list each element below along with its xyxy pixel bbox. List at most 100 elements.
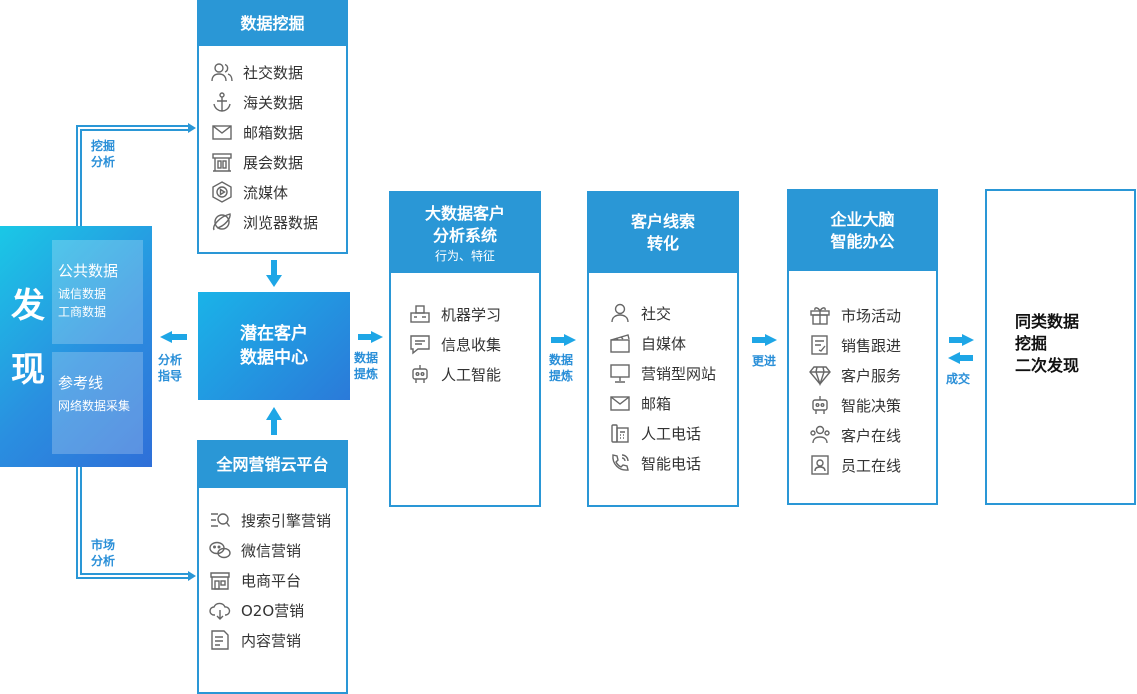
leads-item-label: 社交 — [641, 304, 672, 323]
people-icon — [211, 61, 233, 83]
refine1-arrow-shaft — [358, 334, 372, 340]
brain-list: 市场活动 销售跟进 客户服务 智能决策 客户在线 员工在线 — [789, 271, 936, 480]
brain-item-label: 客户在线 — [841, 426, 902, 445]
list-item: 客户在线 — [809, 420, 936, 450]
connector-market-line — [76, 467, 190, 579]
reference-line-1: 网络数据采集 — [58, 399, 131, 413]
public-data-title: 公共数据 — [58, 262, 119, 280]
bigdata-item-label: 信息收集 — [441, 335, 502, 354]
video-icon — [211, 181, 233, 203]
public-data-line-1: 诚信数据 — [58, 287, 107, 301]
brain-title-2: 智能办公 — [830, 232, 895, 251]
mining-item-label: 展会数据 — [243, 153, 304, 172]
brain-header: 企业大脑 智能办公 — [789, 191, 936, 271]
refine2-arrow-shaft — [551, 337, 565, 343]
leads-item-label: 自媒体 — [641, 334, 687, 353]
mining-item-label: 社交数据 — [243, 63, 304, 82]
leads-header: 客户线索 转化 — [589, 193, 737, 273]
label-refine-1a: 数据 — [354, 351, 379, 365]
mining-item-label: 流媒体 — [243, 183, 289, 202]
label-guide-2: 指导 — [158, 369, 183, 383]
hub-box: 潜在客户 数据中心 — [198, 292, 350, 400]
list-item: 浏览器数据 — [211, 207, 346, 237]
connector-mine-arrowhead — [188, 123, 196, 133]
bigdata-header: 大数据客户 分析系统 行为、特征 — [391, 193, 539, 273]
mining-title: 数据挖掘 — [199, 2, 346, 46]
cloud-icon — [209, 599, 231, 621]
brain-title-1: 企业大脑 — [830, 210, 895, 229]
final-box: 同类数据 挖掘 二次发现 — [985, 189, 1136, 505]
gift-icon — [809, 304, 831, 326]
bigdata-box: 大数据客户 分析系统 行为、特征 机器学习 信息收集 人工智能 — [389, 191, 541, 507]
list-item: 搜索引擎营销 — [209, 505, 346, 535]
bigdata-item-label: 机器学习 — [441, 305, 502, 324]
badge-icon — [809, 454, 831, 476]
mining-box: 数据挖掘 社交数据 海关数据 邮箱数据 展会数据 流媒体 浏览器数据 — [197, 0, 348, 254]
robot-icon — [809, 394, 831, 416]
mining-item-label: 海关数据 — [243, 93, 304, 112]
list-item: 社交 — [609, 298, 737, 328]
list-item: 社交数据 — [211, 57, 346, 87]
group-icon — [809, 424, 831, 446]
deal-arrow-left-head — [948, 352, 960, 364]
bigdata-title-2: 分析系统 — [432, 226, 497, 245]
label-guide: 分析 指导 — [158, 352, 182, 384]
brain-item-label: 智能决策 — [841, 396, 902, 415]
leads-item-label: 邮箱 — [641, 394, 672, 413]
browser-icon — [211, 211, 233, 233]
deal-arrow-right-shaft — [949, 337, 963, 343]
list-item: 员工在线 — [809, 450, 936, 480]
list-item: 营销型网站 — [609, 358, 737, 388]
brain-item-label: 客户服务 — [841, 366, 902, 385]
connector-market-arrowhead — [188, 571, 196, 581]
booth-icon — [211, 151, 233, 173]
document-icon — [209, 629, 231, 651]
label-refine-1: 数据 提炼 — [354, 350, 378, 382]
leads-item-label: 营销型网站 — [641, 364, 717, 383]
connector-market-line-2 — [80, 467, 190, 575]
shop-icon — [209, 569, 231, 591]
list-item: 机器学习 — [409, 299, 539, 329]
list-item: 信息收集 — [409, 329, 539, 359]
bigdata-list: 机器学习 信息收集 人工智能 — [391, 273, 539, 389]
discover-panel: 发 现 公共数据 诚信数据 工商数据 参考线 网络数据采集 — [0, 226, 152, 467]
discover-char-2: 现 — [11, 350, 45, 390]
diamond-icon — [809, 364, 831, 386]
brain-item-label: 销售跟进 — [841, 336, 902, 355]
list-item: 客户服务 — [809, 360, 936, 390]
bigdata-subtitle: 行为、特征 — [434, 249, 495, 263]
leads-item-label: 智能电话 — [641, 454, 702, 473]
marketing-item-label: 微信营销 — [241, 541, 302, 560]
anchor-icon — [211, 91, 233, 113]
mail-icon — [211, 121, 233, 143]
list-item: 流媒体 — [211, 177, 346, 207]
robot-icon — [409, 363, 431, 385]
list-item: 人工智能 — [409, 359, 539, 389]
list-item: 市场活动 — [809, 300, 936, 330]
deal-arrow-right-head — [962, 334, 974, 346]
label-refine-2b: 提炼 — [549, 369, 574, 383]
hub-line-1: 潜在客户 — [240, 324, 308, 344]
up-arrow-shaft — [271, 419, 277, 435]
label-refine-2: 数据 提炼 — [549, 352, 573, 384]
mining-item-label: 浏览器数据 — [243, 213, 319, 232]
mining-list: 社交数据 海关数据 邮箱数据 展会数据 流媒体 浏览器数据 — [199, 46, 346, 237]
list-item: 智能决策 — [809, 390, 936, 420]
final-line-2: 挖掘 — [1015, 334, 1048, 353]
down-arrow-shaft — [271, 260, 277, 276]
label-guide-1: 分析 — [158, 353, 183, 367]
public-data-line-2: 工商数据 — [58, 305, 107, 319]
guide-arrow-head — [160, 331, 172, 343]
marketing-item-label: 电商平台 — [241, 571, 302, 590]
label-refine-2a: 数据 — [549, 353, 574, 367]
label-market-analyze-2: 分析 — [91, 554, 116, 568]
label-mine-analyze-1: 挖掘 — [91, 139, 116, 153]
label-market-analyze-1: 市场 — [91, 538, 116, 552]
list-item: 人工电话 — [609, 418, 737, 448]
label-market-analyze: 市场 分析 — [91, 537, 115, 569]
marketing-title: 全网营销云平台 — [199, 442, 346, 488]
refine1-arrow-head — [371, 331, 383, 343]
message-icon — [409, 333, 431, 355]
list-item: 微信营销 — [209, 535, 346, 565]
